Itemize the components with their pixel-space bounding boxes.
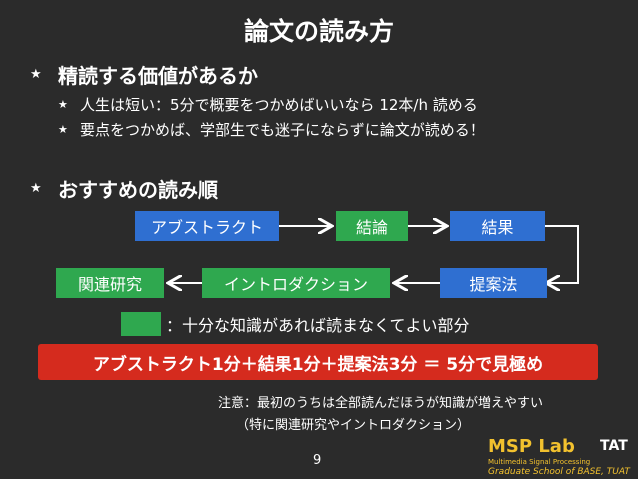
section-heading-order: おすすめの読み順 [58, 178, 218, 202]
bullet-star-icon: ★ [30, 181, 42, 196]
flow-box-conclusion: 結論 [336, 211, 408, 241]
bullet-star-icon: ★ [30, 67, 42, 82]
note-line-1: 注意：最初のうちは全部読んだほうが知識が増えやすい [218, 396, 544, 411]
summary-banner: アブストラクト1分＋結果1分＋提案法3分 ＝ 5分で見極め [38, 344, 598, 380]
flow-box-introduction: イントロダクション [202, 268, 390, 298]
legend-text: ：十分な知識があれば読まなくてよい部分 [166, 316, 470, 335]
page-number: 9 [313, 453, 322, 468]
bullet-text: 要点をつかめば、学部生でも迷子にならずに論文が読める！ [80, 121, 485, 139]
flow-box-abstract: アブストラクト [135, 211, 279, 241]
flow-box-related-work: 関連研究 [56, 268, 164, 298]
section-heading-value: 精読する価値があるか [58, 64, 258, 88]
lab-logo: MSP Lab TAT Multimedia Signal Processing… [486, 436, 636, 479]
logo-main-text: MSP Lab [488, 436, 575, 457]
bullet-text: 人生は短い：5分で概要をつかめばいいなら 12本/h 読める [80, 96, 478, 114]
slide-title: 論文の読み方 [243, 17, 394, 46]
bullet-star-icon: ★ [58, 123, 68, 136]
logo-sub-text: Multimedia Signal Processing [488, 458, 591, 466]
bullet-star-icon: ★ [58, 98, 68, 111]
flow-box-method: 提案法 [440, 268, 547, 298]
logo-school-text: Graduate School of BASE, TUAT [488, 467, 630, 477]
logo-tat-text: TAT [600, 438, 628, 454]
note-line-2: （特に関連研究やイントロダクション） [236, 418, 471, 433]
flow-box-results: 結果 [450, 211, 545, 241]
legend-swatch [121, 312, 161, 336]
